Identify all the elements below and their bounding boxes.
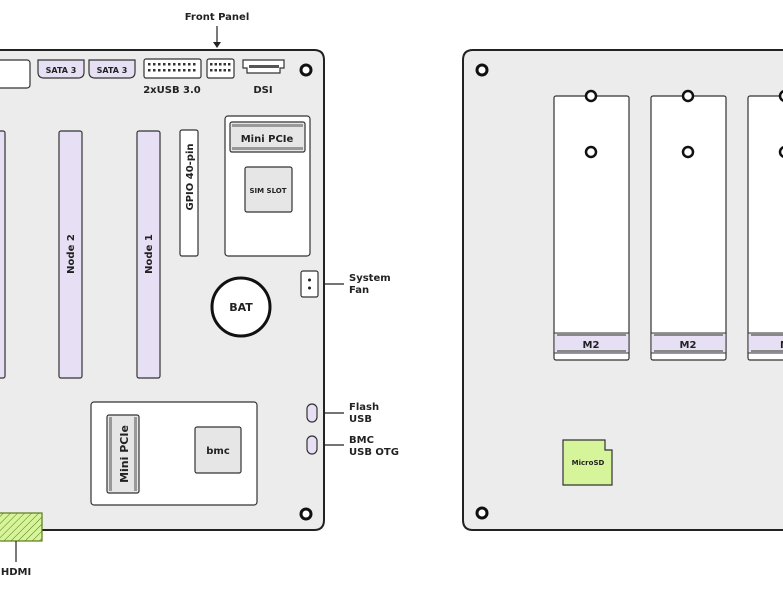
pin — [188, 69, 191, 72]
gpio-header: GPIO 40-pin — [179, 129, 199, 257]
battery: BAT — [210, 276, 272, 338]
m2-slot-2: M2 — [650, 89, 727, 361]
pin — [219, 63, 222, 66]
pin — [158, 63, 161, 66]
bmc-module: Mini PCIe bmc — [90, 401, 258, 506]
mini-pcie-slot-top — [229, 121, 306, 153]
mini-pcie-module-top: Mini PCIe SIM SLOT — [224, 115, 311, 257]
m2-slot-1: M2 — [553, 89, 630, 361]
m2-label: M2 — [680, 340, 697, 351]
m2-standoff — [778, 90, 783, 102]
pin — [188, 63, 191, 66]
microsd-slot: MicroSD — [562, 439, 613, 486]
mini-pcie-top-label: Mini PCIe — [241, 134, 294, 145]
m2-standoff — [584, 145, 598, 159]
gpio-label: GPIO 40-pin — [185, 143, 196, 210]
pin — [183, 63, 186, 66]
pin — [228, 69, 231, 72]
dsi-label: DSI — [253, 85, 272, 96]
top-left-connector — [0, 59, 31, 89]
battery-label: BAT — [229, 301, 253, 314]
pin — [219, 69, 222, 72]
m2-standoff — [584, 89, 598, 103]
pin — [173, 63, 176, 66]
mounting-hole — [475, 506, 489, 520]
pin — [148, 69, 151, 72]
pin — [173, 69, 176, 72]
mounting-hole — [299, 63, 313, 77]
mounting-hole — [299, 507, 313, 521]
pin — [214, 63, 217, 66]
pin — [178, 63, 181, 66]
m2-label: M2 — [583, 340, 600, 351]
dsi-connector: DSI — [242, 59, 285, 96]
node-2-slot: Node 2 — [58, 130, 83, 379]
pin — [193, 63, 196, 66]
pin — [223, 69, 226, 72]
m2-connector — [650, 332, 727, 354]
front-panel-pointer-head — [213, 42, 221, 48]
node-2-label: Node 2 — [66, 234, 77, 274]
pin — [148, 63, 151, 66]
m2-standoff — [681, 89, 695, 103]
sata-label-2: SATA 3 — [97, 66, 128, 75]
bmc-chip — [194, 426, 242, 474]
front-panel-header — [206, 58, 235, 79]
node-1-slot: Node 1 — [136, 130, 161, 379]
pin — [183, 69, 186, 72]
pin — [210, 69, 213, 72]
m2-standoff — [778, 146, 783, 158]
bmc-chip-label: bmc — [206, 446, 230, 457]
pin — [193, 69, 196, 72]
mounting-hole — [475, 63, 489, 77]
sata-connector-2: SATA 3 — [88, 59, 136, 79]
pin — [223, 63, 226, 66]
sata-connector-1: SATA 3 — [37, 59, 85, 79]
m2-connector — [747, 332, 783, 354]
pin — [163, 63, 166, 66]
hdmi-connector: HDMI — [0, 512, 43, 578]
m2-label: M — [780, 340, 783, 351]
hdmi-label: HDMI — [1, 567, 31, 578]
m2-standoff — [681, 145, 695, 159]
pin — [158, 69, 161, 72]
mini-pcie-bottom-label: Mini PCIe — [118, 425, 131, 483]
pin — [153, 69, 156, 72]
pin — [163, 69, 166, 72]
pin — [153, 63, 156, 66]
pin — [228, 63, 231, 66]
node-1-label: Node 1 — [144, 234, 155, 274]
pin — [168, 69, 171, 72]
front-panel-label: Front Panel — [185, 12, 250, 23]
sim-slot — [244, 166, 293, 213]
mini-pcie-slot-bottom — [106, 414, 140, 494]
m2-slot-3: M — [747, 90, 783, 361]
sata-label-1: SATA 3 — [46, 66, 77, 75]
pin — [178, 69, 181, 72]
pin — [168, 63, 171, 66]
node-slot-partial — [0, 130, 6, 379]
usb3-header: 2xUSB 3.0 — [143, 58, 202, 96]
usb3-label: 2xUSB 3.0 — [143, 85, 201, 96]
pin — [210, 63, 213, 66]
m2-connector — [553, 332, 630, 354]
microsd-label: MicroSD — [572, 459, 605, 467]
sim-slot-label: SIM SLOT — [249, 187, 286, 195]
pin — [214, 69, 217, 72]
